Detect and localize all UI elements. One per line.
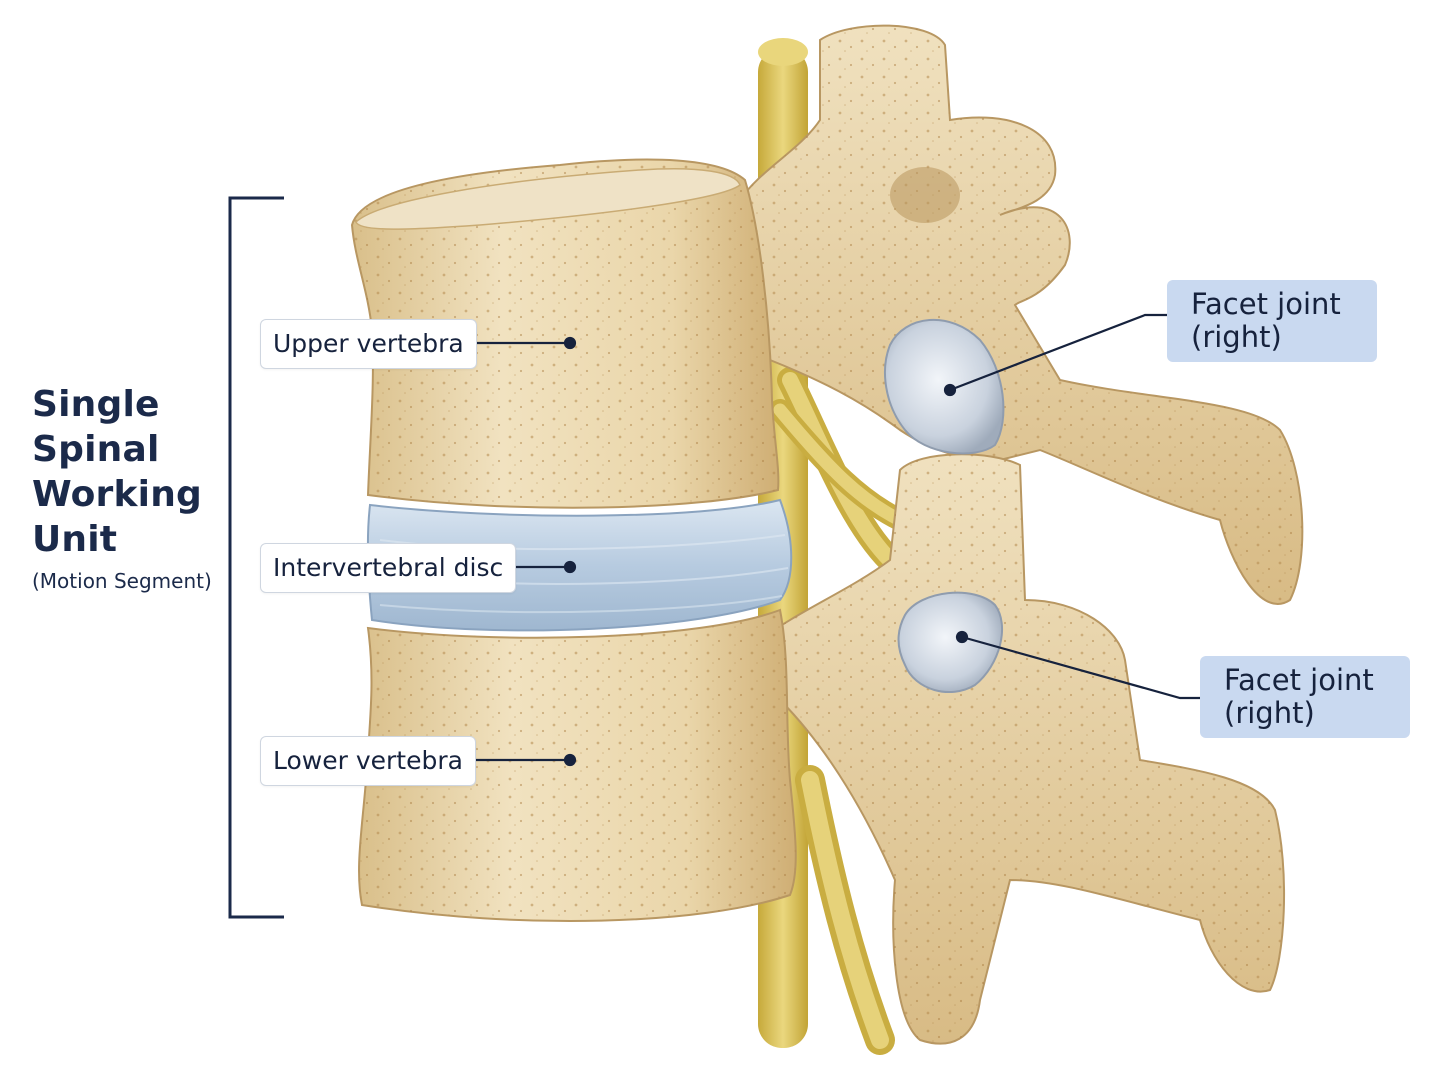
title-line: Unit — [32, 519, 118, 560]
label-facet-joint-lower: Facet joint (right) — [1200, 656, 1410, 738]
label-upper-vertebra: Upper vertebra — [260, 319, 477, 369]
label-facet-joint-upper: Facet joint (right) — [1167, 280, 1377, 362]
title-line: Single — [32, 384, 160, 425]
motion-segment-title: Single Spinal Working Unit (Motion Segme… — [32, 382, 232, 594]
leader-lines — [474, 313, 1200, 767]
leader-facet-upper — [949, 313, 1167, 392]
nerve-roots — [769, 367, 911, 1055]
label-intervertebral-disc: Intervertebral disc — [260, 543, 517, 593]
leader-facet-lower — [961, 635, 1200, 700]
leader-dot-facet-upper — [943, 383, 957, 397]
leader-dot-facet-lower — [955, 630, 969, 644]
title-line: Spinal — [32, 429, 160, 470]
leader-dot-lower-vertebra — [563, 753, 577, 767]
leader-dot-upper-vertebra — [563, 336, 577, 350]
upper-vertebral-body — [350, 158, 780, 509]
facet-label-line: (right) — [1224, 696, 1315, 730]
facet-label-line: Facet joint — [1191, 287, 1341, 321]
upper-posterior-elements — [738, 24, 1304, 605]
facet-label-line: Facet joint — [1224, 663, 1374, 697]
lower-posterior-elements — [758, 453, 1286, 1045]
motion-segment-bracket — [228, 196, 284, 919]
facet-cartilage-upper — [884, 319, 1005, 455]
intervertebral-disc — [366, 498, 793, 632]
title-line: Working — [32, 474, 202, 515]
facet-label-line: (right) — [1191, 320, 1282, 354]
title-subtitle: (Motion Segment) — [32, 569, 212, 593]
facet-cartilage-lower — [897, 591, 1004, 694]
lower-vertebral-body — [358, 608, 797, 923]
label-lower-vertebra: Lower vertebra — [260, 736, 476, 786]
leader-dot-disc — [563, 560, 577, 574]
